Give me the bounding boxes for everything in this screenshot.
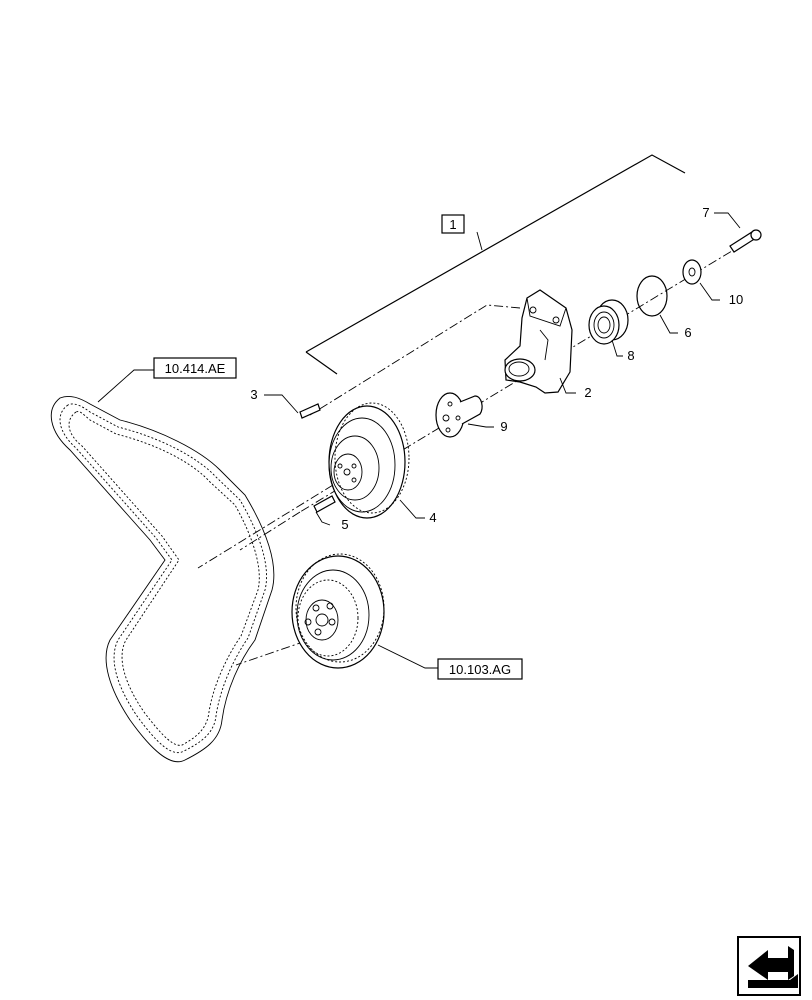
crank-pulley (291, 553, 385, 669)
callout-part-5: 5 (341, 517, 348, 532)
part-6-ring (636, 275, 668, 317)
crank-pulley-reference-label: 10.103.AG (449, 662, 511, 677)
next-page-arrow-icon[interactable] (737, 936, 801, 996)
callout-part-6: 6 (684, 325, 691, 340)
part-7-bolt (729, 229, 762, 253)
callout-part-7: 7 (702, 205, 709, 220)
part-5-bolt (313, 495, 336, 513)
belt-reference[interactable]: 10.414.AE (97, 357, 237, 403)
group-label-box[interactable]: 1 (441, 214, 465, 234)
part-9-hub (435, 392, 483, 438)
crank-pulley-reference[interactable]: 10.103.AG (377, 644, 523, 680)
callout-labels: 3 5 4 9 2 8 6 7 10 (250, 205, 743, 532)
part-8-idler (588, 299, 629, 345)
callout-part-8: 8 (627, 348, 634, 363)
part-10-washer (682, 259, 702, 285)
part-4-pulley (328, 402, 410, 519)
callout-part-9: 9 (500, 419, 507, 434)
group-bracket (305, 154, 686, 375)
callout-part-10: 10 (729, 292, 743, 307)
callout-part-4: 4 (429, 510, 436, 525)
group-label: 1 (449, 217, 456, 232)
callout-part-2: 2 (584, 385, 591, 400)
centre-lines (197, 233, 761, 666)
callout-leaders (264, 212, 741, 526)
belt-reference-label: 10.414.AE (165, 361, 226, 376)
callout-part-3: 3 (250, 387, 257, 402)
serpentine-belt (50, 395, 275, 763)
part-3-bolt (299, 403, 321, 419)
part-2-bracket (504, 289, 573, 394)
